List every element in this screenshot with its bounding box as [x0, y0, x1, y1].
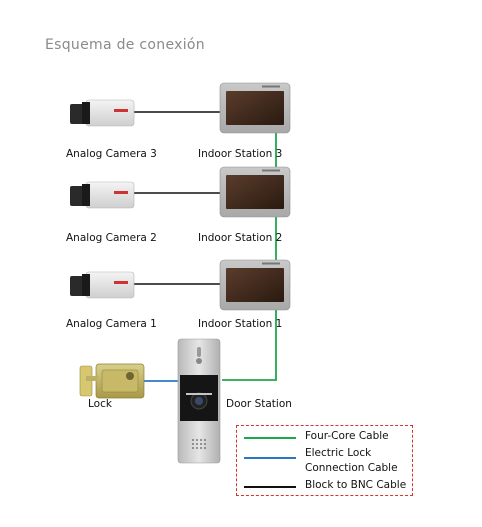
label-indoor-station-3: Indoor Station 3	[198, 148, 283, 160]
indoor-station-3-icon	[219, 82, 291, 134]
label-indoor-station-2: Indoor Station 2	[198, 232, 283, 244]
indoor-station-1-icon	[219, 259, 291, 311]
label-door-station: Door Station	[226, 398, 292, 410]
legend-line-bnc	[244, 486, 296, 488]
label-analog-camera-1: Analog Camera 1	[66, 318, 157, 330]
label-analog-camera-3: Analog Camera 3	[66, 148, 157, 160]
legend-label-four-core: Four-Core Cable	[305, 430, 389, 442]
page-title: Esquema de conexión	[45, 37, 205, 53]
analog-camera-2-icon	[70, 181, 135, 209]
analog-camera-1-icon	[70, 271, 135, 299]
door-station-icon	[177, 338, 221, 464]
indoor-station-2-icon	[219, 166, 291, 218]
legend-label-bnc: Block to BNC Cable	[305, 479, 407, 491]
legend-label-lock-cable: Electric Lock Connection Cable	[305, 447, 398, 474]
label-indoor-station-1: Indoor Station 1	[198, 318, 283, 330]
analog-camera-3-icon	[70, 99, 135, 127]
label-lock: Lock	[88, 398, 112, 410]
legend-line-lock-cable	[244, 457, 296, 459]
label-analog-camera-2: Analog Camera 2	[66, 232, 157, 244]
legend-box: Four-Core Cable Electric Lock Connection…	[236, 425, 413, 496]
electric-lock-icon	[79, 363, 145, 399]
legend-line-four-core	[244, 437, 296, 439]
